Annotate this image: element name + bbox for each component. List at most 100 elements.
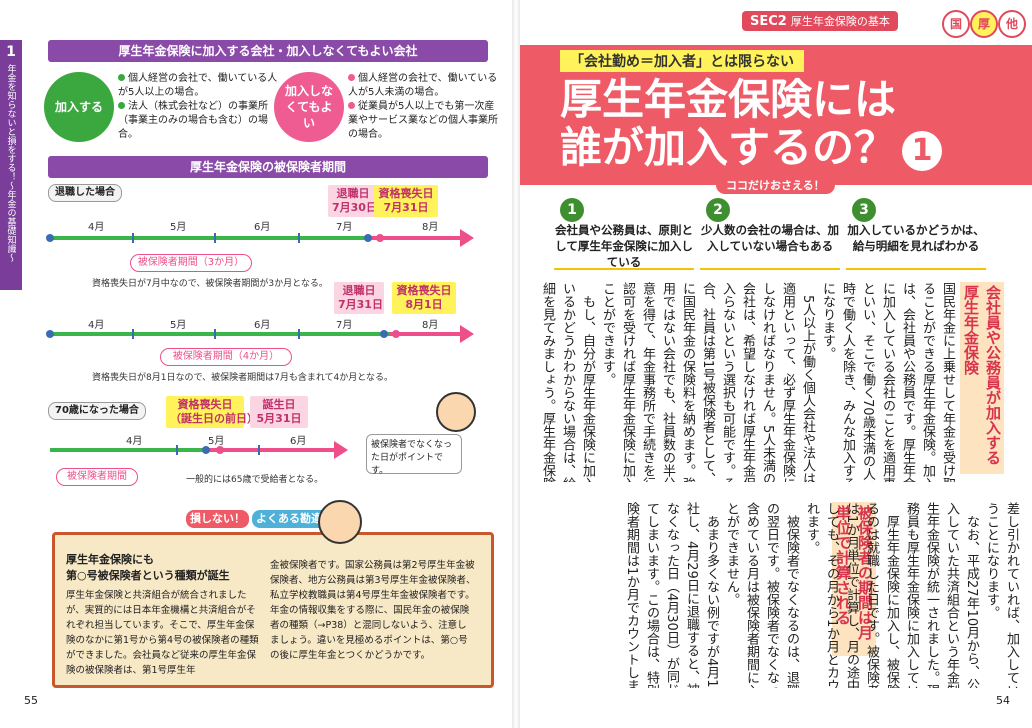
banner-period: 厚生年金保険の被保険者期間 [48, 156, 488, 178]
badge-kuni: 国 [942, 10, 970, 38]
body-text-column: は1か月単位で計算し、月の途中で入社 [844, 502, 859, 688]
body-text-column: なくなった日（4月30日）が同じ月になっ [664, 502, 679, 688]
case3-birthday-dot [216, 446, 224, 454]
case1-timeline [50, 236, 370, 240]
case2-month-1: 4月 [88, 320, 105, 331]
heading-a: 会社員や公務員が加入する厚生年金保険 [960, 282, 1004, 474]
body-text-column: 細を見てみましょう。厚生年金保険料が [540, 282, 555, 482]
point-1: 1 会社員や公務員は、原則として厚生年金保険に加入している [554, 198, 694, 270]
case3-note: 一般的には65歳で受給者となる。 [186, 475, 324, 485]
badge-kou: 厚 [970, 10, 998, 38]
body-text-column: 意を得て、年金事務所で手続きを行い、 [640, 282, 655, 482]
case2-tick [132, 329, 134, 339]
body-text-column: うことになります。 [984, 502, 999, 619]
case1-timeline-after [370, 236, 460, 240]
body-text-column: に加入している会社のことを適用事業所 [880, 282, 895, 482]
case1-tick [214, 233, 216, 243]
case3-header: 70歳になった場合 [48, 402, 146, 420]
case2-note: 資格喪失日が8月1日なので、被保険者期間は7月も含まれて4か月となる。 [92, 373, 394, 383]
case2-period-pill: 被保険者期間（4か月） [160, 348, 292, 366]
case2-loss-dot [392, 330, 400, 338]
body-text-column: 生年金保険が統一されました。現在は公 [924, 502, 939, 688]
case3-month-3: 6月 [290, 436, 307, 447]
case1-tick [132, 233, 134, 243]
case1-start-dot [46, 234, 54, 242]
case3-month-1: 4月 [126, 436, 143, 447]
subtitle: 「会社勤め＝加入者」とは限らない [560, 50, 804, 72]
kore-label: ココだけおさえる！ [716, 176, 835, 194]
case1-arrow-icon [460, 229, 474, 247]
body-text-column: 含めている月は被保険者期間に入れるこ [744, 502, 759, 688]
body-text-column: なお、平成27年10月から、公務員が加 [964, 502, 979, 688]
heading-b: 被保険者の期間は月単位で計算される [832, 502, 876, 656]
body-text-column: 被保険者でなくなるのは、退職した日 [784, 502, 799, 688]
point-3-number: 3 [852, 198, 876, 222]
case2-month-2: 5月 [170, 320, 187, 331]
case3-tick [258, 445, 260, 455]
body-text-column: 厚生年金保険に加入し、被保険者とな [884, 502, 899, 688]
body-text-column: もし、自分が厚生年金保険に加入して [580, 282, 595, 482]
point-1-text: 会社員や公務員は、原則として厚生年金保険に加入している [555, 223, 693, 269]
case1-month-4: 7月 [336, 222, 353, 233]
nojoin-circle: 加入しなくてもよい [274, 72, 344, 142]
point-2-text: 少人数の会社の場合は、加入していない場合もある [701, 223, 839, 253]
person-illustration-icon [436, 392, 476, 432]
case1-header: 退職した場合 [48, 184, 122, 202]
point-2-number: 2 [706, 198, 730, 222]
body-text-column: 適用といって、必ず厚生年金保険に加入 [780, 282, 795, 482]
page-number-right: 54 [996, 694, 1010, 707]
case1-loss-dot [376, 234, 384, 242]
case2-timeline [50, 332, 390, 336]
nojoin-item-1: 個人経営の会社で、働いている人が5人未満の場合。 [348, 73, 498, 98]
misunderstanding-col-2: 金被保険者です。国家公務員は第2号厚生年金被保険者、地方公務員は第3号厚生年金被… [270, 560, 476, 661]
case2-tick [214, 329, 216, 339]
misunderstanding-box [52, 532, 494, 688]
body-text-column: てしまいます。この場合は、特別に被保 [644, 502, 659, 688]
case1-month-1: 4月 [88, 222, 105, 233]
case3-month-2: 5月 [208, 436, 225, 447]
banner-companies: 厚生年金保険に加入する会社・加入しなくてもよい会社 [48, 40, 488, 62]
body-text-column: 社し、4月29日に退職すると、被保険者で [684, 502, 699, 688]
nojoin-item-2: 従業員が5人以上でも第一次産業やサービス業などの個人事業所の場合。 [348, 101, 498, 140]
join-item-2: 法人（株式会社など）の事業所（事業主のみの場合も含む）の場合。 [118, 101, 268, 140]
join-list: 個人経営の会社で、働いている人が5人以上の場合。 法人（株式会社など）の事業所（… [118, 72, 278, 142]
case2-loss-tag: 資格喪失日 8月1日 [392, 282, 456, 314]
case1-month-2: 5月 [170, 222, 187, 233]
body-text-column: しても、その月から1か月とカウントさ [824, 502, 839, 688]
body-text-column: は、会社員や公務員です。厚生年金保険 [900, 282, 915, 482]
body-text-column: になります。 [820, 282, 835, 360]
misunderstanding-tag-1: 損しない！ [186, 510, 249, 528]
case3-arrow-icon [334, 441, 348, 459]
body-text-column: 合、社員は第1号被保険者として、個別 [700, 282, 715, 482]
misunderstanding-col-1: 厚生年金保険と共済組合が統合されましたが、実質的には日本年金機構と共済組合がそれ… [66, 590, 259, 676]
title-line-1: 厚生年金保険には [560, 75, 897, 124]
case2-retire-tag: 退職日 7月31日 [334, 282, 384, 314]
body-text-column: ることができる厚生年金保険。加入するの [920, 282, 935, 482]
page-number-left: 55 [24, 694, 38, 707]
body-text-column: あまり多くない例ですが4月1日に入 [704, 502, 719, 688]
case1-note: 資格喪失日が7月中なので、被保険者期間が3か月となる。 [92, 279, 328, 289]
case2-arrow-icon [460, 325, 474, 343]
case3-loss-dot [202, 446, 210, 454]
body-text-column: 認可を受ければ厚生年金保険に加入する [620, 282, 635, 482]
misunderstanding-tag-2: よくある勘違い [252, 510, 337, 528]
case1-period-pill: 被保険者期間（3か月） [130, 254, 252, 272]
case1-month-3: 6月 [254, 222, 271, 233]
case3-tick [176, 445, 178, 455]
body-text-column: るのは就職した日です。被保険者の期間 [864, 502, 879, 688]
case3-timeline [50, 448, 208, 452]
body-text-column: 入していた共済組合という年金制度と厚 [944, 502, 959, 688]
body-text-column: れます。 [804, 502, 819, 554]
case3-period-pill: 被保険者期間 [56, 468, 138, 486]
woman-illustration-icon [318, 500, 362, 544]
body-text-column: 国民年金に上乗せして年金を受け取 [940, 282, 955, 482]
body-text-column: の翌日です。被保険者でなくなった日を [764, 502, 779, 688]
case2-timeline-after [390, 332, 460, 336]
chapter-side-tab: 1 年金を知らないと損をする！～年金の基礎知識～ [0, 40, 22, 290]
case3-timeline-after [208, 448, 334, 452]
chapter-number: 1 [6, 44, 16, 60]
body-text-column: 入らないという選択も可能です。その場 [720, 282, 735, 482]
body-text-column: 差し引かれていれば、加入しているとい [1004, 502, 1019, 688]
join-circle: 加入する [44, 72, 114, 142]
